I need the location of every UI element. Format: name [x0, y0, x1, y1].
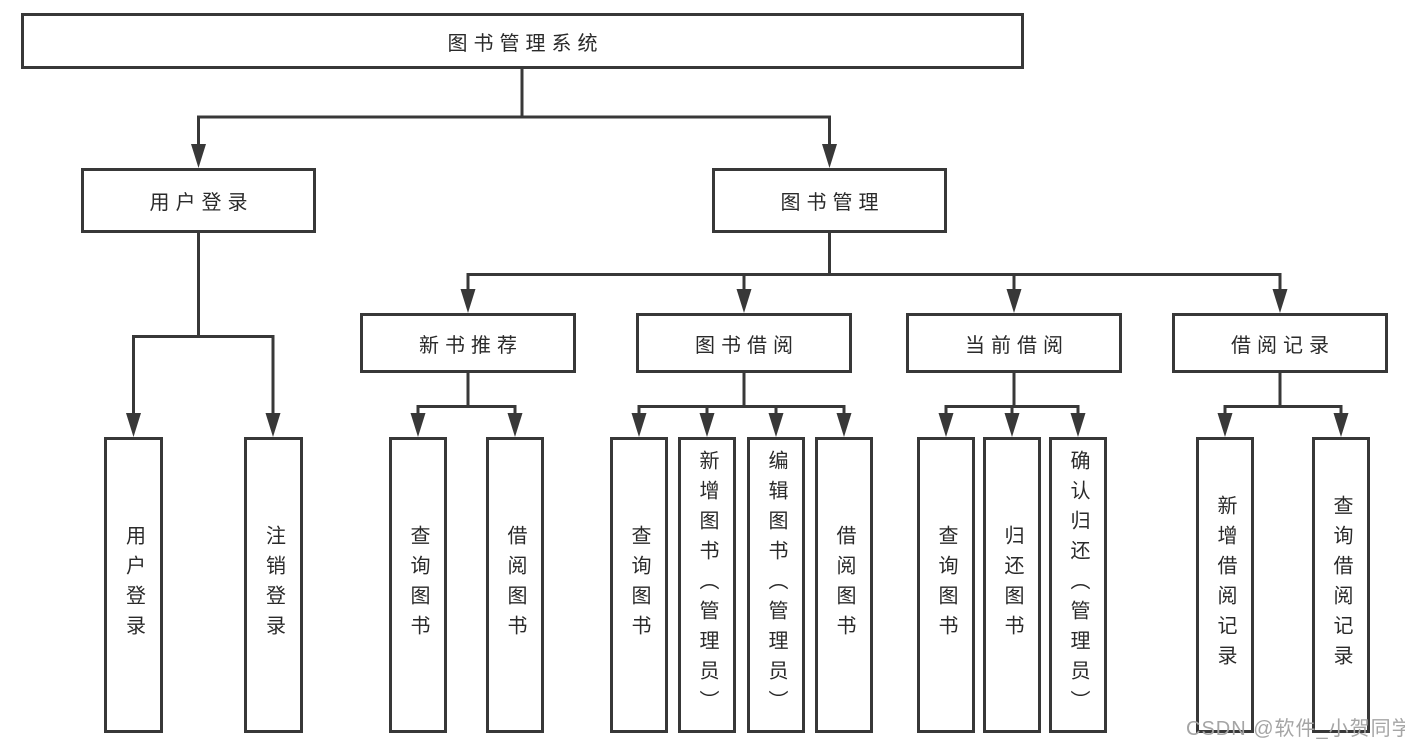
node-borrowing-records: 借阅记录 — [1172, 313, 1388, 373]
node-book-management: 图书管理 — [712, 168, 947, 233]
leaf-query-books-recommend: 查询图书 — [389, 437, 447, 733]
leaf-user-login: 用户登录 — [104, 437, 163, 733]
leaf-add-books-admin: 新增图书（管理员） — [678, 437, 736, 733]
leaf-return-books: 归还图书 — [983, 437, 1041, 733]
leaf-borrow-books: 借阅图书 — [815, 437, 873, 733]
leaf-borrow-books-recommend: 借阅图书 — [486, 437, 544, 733]
leaf-confirm-return-admin: 确认归还（管理员） — [1049, 437, 1107, 733]
node-user-login: 用户登录 — [81, 168, 316, 233]
leaf-query-books-borrowing: 查询图书 — [610, 437, 668, 733]
node-new-book-recommendation: 新书推荐 — [360, 313, 576, 373]
watermark: CSDN @软件_小贺同学 — [1186, 718, 1405, 740]
leaf-logout: 注销登录 — [244, 437, 303, 733]
leaf-query-borrow-record: 查询借阅记录 — [1312, 437, 1370, 733]
leaf-edit-books-admin: 编辑图书（管理员） — [747, 437, 805, 733]
node-current-borrowing: 当前借阅 — [906, 313, 1122, 373]
leaf-add-borrow-record: 新增借阅记录 — [1196, 437, 1254, 733]
leaf-query-books-current: 查询图书 — [917, 437, 975, 733]
node-book-borrowing: 图书借阅 — [636, 313, 852, 373]
node-library-system: 图书管理系统 — [21, 13, 1024, 69]
